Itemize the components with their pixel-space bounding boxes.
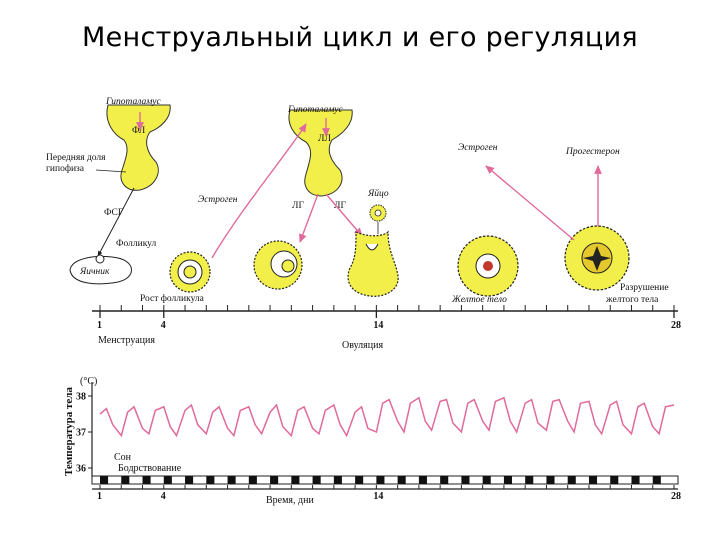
lh-b-label: ЛГ bbox=[334, 201, 346, 211]
night-block bbox=[461, 476, 470, 484]
fl-label: ФЛ bbox=[132, 126, 146, 136]
night-block bbox=[312, 476, 321, 484]
follicle-stage-2 bbox=[253, 240, 303, 290]
night-block bbox=[291, 476, 300, 484]
night-block bbox=[100, 476, 109, 484]
night-block bbox=[270, 476, 279, 484]
night-block bbox=[503, 476, 513, 484]
hypothalamus-left-label: Гипоталамус bbox=[105, 97, 161, 107]
x-tick-label: 4 bbox=[161, 491, 166, 502]
ovary-label: Яичник bbox=[79, 267, 110, 277]
x-tick-label: 28 bbox=[671, 491, 681, 502]
night-block bbox=[418, 476, 427, 484]
night-block bbox=[248, 476, 257, 484]
night-block bbox=[610, 476, 619, 484]
night-block bbox=[631, 476, 640, 484]
night-block bbox=[652, 476, 661, 484]
top-scale-tick-label: 4 bbox=[161, 320, 166, 331]
y-axis-title: Температура тела bbox=[63, 387, 75, 476]
ll-label: ЛЛ bbox=[318, 134, 331, 144]
night-block bbox=[482, 476, 491, 484]
corpus-luteum-shape bbox=[457, 235, 519, 297]
night-block bbox=[567, 476, 576, 484]
sleep-label: Сон bbox=[114, 452, 132, 463]
ovulating-follicle-shape bbox=[347, 230, 399, 297]
fsh-label: ФСГ bbox=[104, 208, 124, 218]
progesterone-label: Прогестерон bbox=[565, 147, 620, 157]
temperature-series-line bbox=[99, 396, 675, 438]
night-block bbox=[163, 476, 172, 484]
night-block bbox=[333, 476, 342, 484]
corpus-luteum-breakdown-shape bbox=[564, 225, 630, 291]
y-axis-unit: (°C) bbox=[80, 376, 97, 387]
follicle-growth-label: Рост фолликула bbox=[140, 293, 205, 304]
estrogen-mid-label: Эстроген bbox=[198, 195, 238, 205]
hypothalamus-mid-label: Гипоталамус bbox=[287, 105, 343, 115]
y-tick-label: 38 bbox=[76, 392, 86, 403]
y-tick-label: 36 bbox=[76, 464, 86, 475]
x-axis-title: Время, дни bbox=[266, 495, 314, 506]
top-scale-tick-label: 1 bbox=[97, 320, 102, 331]
night-block bbox=[376, 476, 385, 484]
cl-breakdown-label-2: желтого тела bbox=[605, 295, 659, 305]
night-block bbox=[142, 476, 151, 484]
y-tick-label: 37 bbox=[76, 428, 86, 439]
cl-breakdown-label-1: Разрушение bbox=[620, 283, 669, 293]
ovary-shape bbox=[69, 256, 132, 285]
hypothalamus-mid-shape bbox=[288, 109, 353, 197]
night-block bbox=[227, 476, 236, 484]
estrogen-right-label: Эстроген bbox=[458, 143, 498, 153]
follicle-stage-1 bbox=[169, 251, 211, 293]
night-block bbox=[440, 476, 449, 484]
night-block bbox=[185, 476, 194, 484]
corpus-luteum-label: Желтое тело bbox=[451, 295, 507, 305]
follicle-label: Фолликул bbox=[116, 239, 157, 249]
night-block bbox=[121, 476, 130, 484]
page-title: Менструальный цикл и его регуляция bbox=[82, 22, 638, 53]
lh-a-label: ЛГ bbox=[292, 201, 304, 211]
hypothalamus-left-shape bbox=[106, 104, 171, 191]
night-block bbox=[206, 476, 215, 484]
sleep-wake-bar bbox=[91, 475, 679, 485]
pituitary-label-1: Передняя доля bbox=[46, 153, 106, 163]
temperature-chart: Температура тела (°C) 38 37 36 Сон Бодрств… bbox=[63, 376, 681, 506]
wake-label: Бодрствование bbox=[118, 463, 182, 474]
night-block bbox=[525, 476, 534, 484]
night-block bbox=[355, 476, 364, 484]
ovulation-label: Овуляция bbox=[342, 340, 383, 351]
night-block bbox=[397, 476, 406, 484]
night-block bbox=[588, 476, 598, 484]
top-scale-tick-label: 14 bbox=[373, 320, 383, 331]
night-block bbox=[546, 476, 555, 484]
menstruation-label: Менструация bbox=[98, 335, 155, 346]
top-scale-tick-label: 28 bbox=[671, 320, 681, 331]
x-tick-label: 1 bbox=[97, 491, 102, 502]
egg-label: Яйцо bbox=[367, 188, 389, 199]
x-tick-label: 14 bbox=[373, 491, 383, 502]
pituitary-label-2: гипофиза bbox=[46, 163, 85, 174]
